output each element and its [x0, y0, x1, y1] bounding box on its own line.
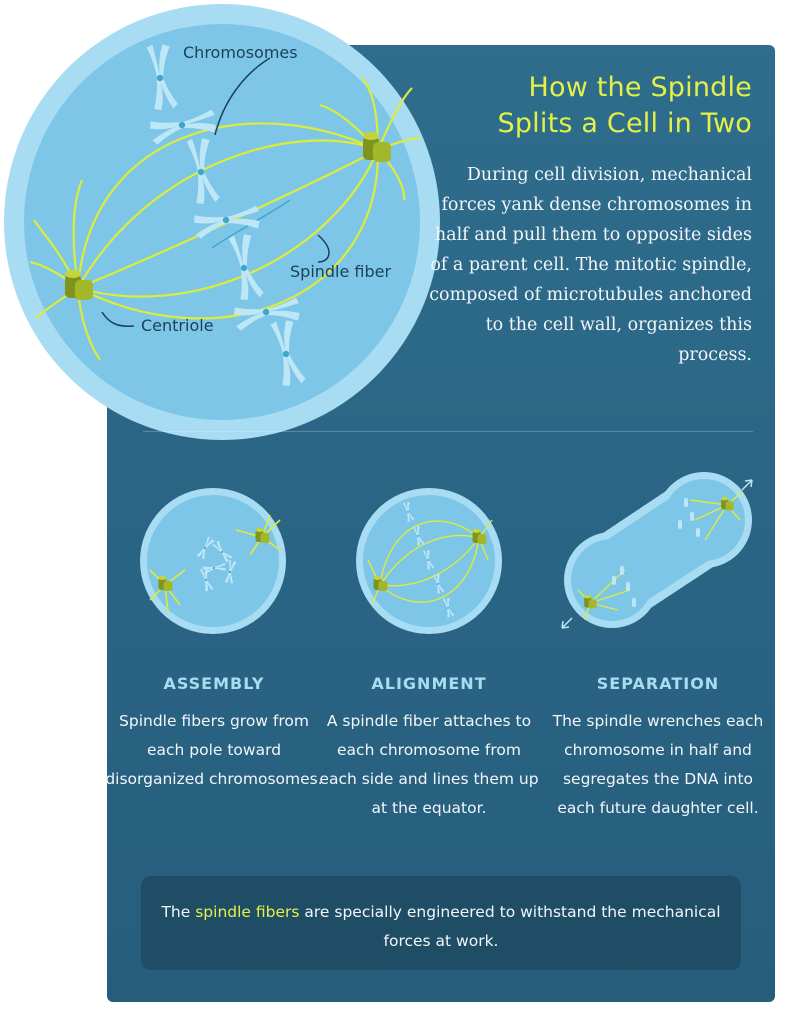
alignment-cell-diagram [356, 488, 502, 634]
stage-text-separation: The spindle wrenches each chromosome in … [552, 712, 764, 817]
large-cell-diagram: Chromosomes Spindle fiber Centriole [4, 4, 440, 440]
assembly-cell-diagram [140, 488, 286, 634]
arrow-down-left-icon [561, 617, 573, 629]
label-centriole: Centriole [141, 316, 214, 335]
divider [143, 431, 753, 432]
chromosomes-leader-line [214, 57, 271, 136]
page-title: How the Spindle Splits a Cell in Two [432, 70, 752, 142]
label-spindle-fiber: Spindle fiber [290, 262, 392, 281]
spindle-fiber-leader-line [317, 234, 330, 263]
centriole-leader-line [101, 311, 135, 327]
title-line-1: How the Spindle [528, 72, 752, 103]
separation-cell-diagram [561, 472, 753, 629]
footer-pre: The [161, 903, 196, 921]
stage-title-alignment: ALIGNMENT [371, 674, 487, 693]
intro-text: During cell division, mechanical forces … [429, 165, 752, 365]
stage-text-assembly: Spindle fibers grow from each pole towar… [105, 712, 323, 788]
stage-title-assembly: ASSEMBLY [163, 674, 265, 693]
title-line-2: Splits a Cell in Two [497, 108, 752, 139]
stage-text-alignment: A spindle fiber attaches to each chromos… [319, 712, 539, 817]
arrow-up-right-icon [741, 479, 753, 491]
footer-post: are specially engineered to withstand th… [299, 903, 721, 950]
footer-highlight: spindle fibers [195, 903, 300, 921]
label-chromosomes: Chromosomes [183, 43, 298, 62]
footer-note: The spindle fibers are specially enginee… [141, 876, 741, 970]
stage-title-separation: SEPARATION [596, 674, 720, 693]
